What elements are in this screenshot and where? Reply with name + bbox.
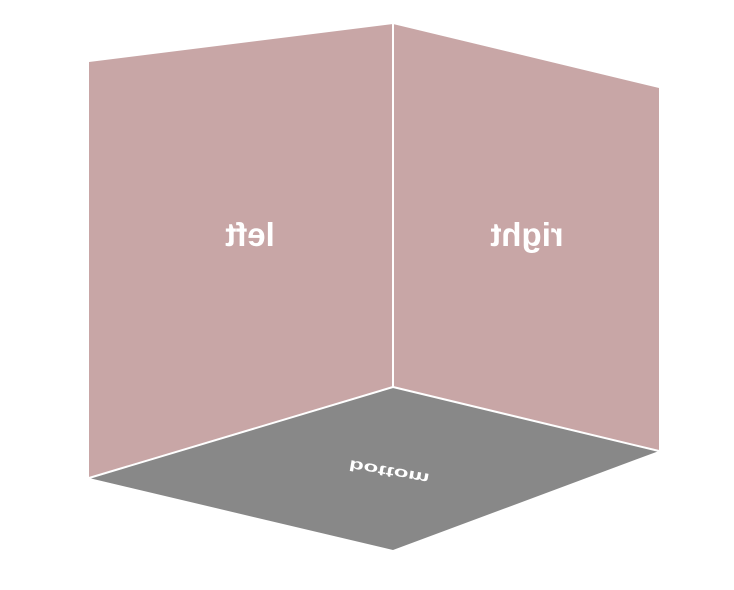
bottom-face — [89, 387, 659, 550]
left-floor-edge — [88, 386, 394, 479]
right-face-label: right — [490, 216, 563, 253]
right-floor-edge — [392, 386, 660, 452]
left-face — [89, 24, 393, 478]
right-face — [393, 24, 659, 451]
left-face-label: left — [225, 216, 275, 253]
